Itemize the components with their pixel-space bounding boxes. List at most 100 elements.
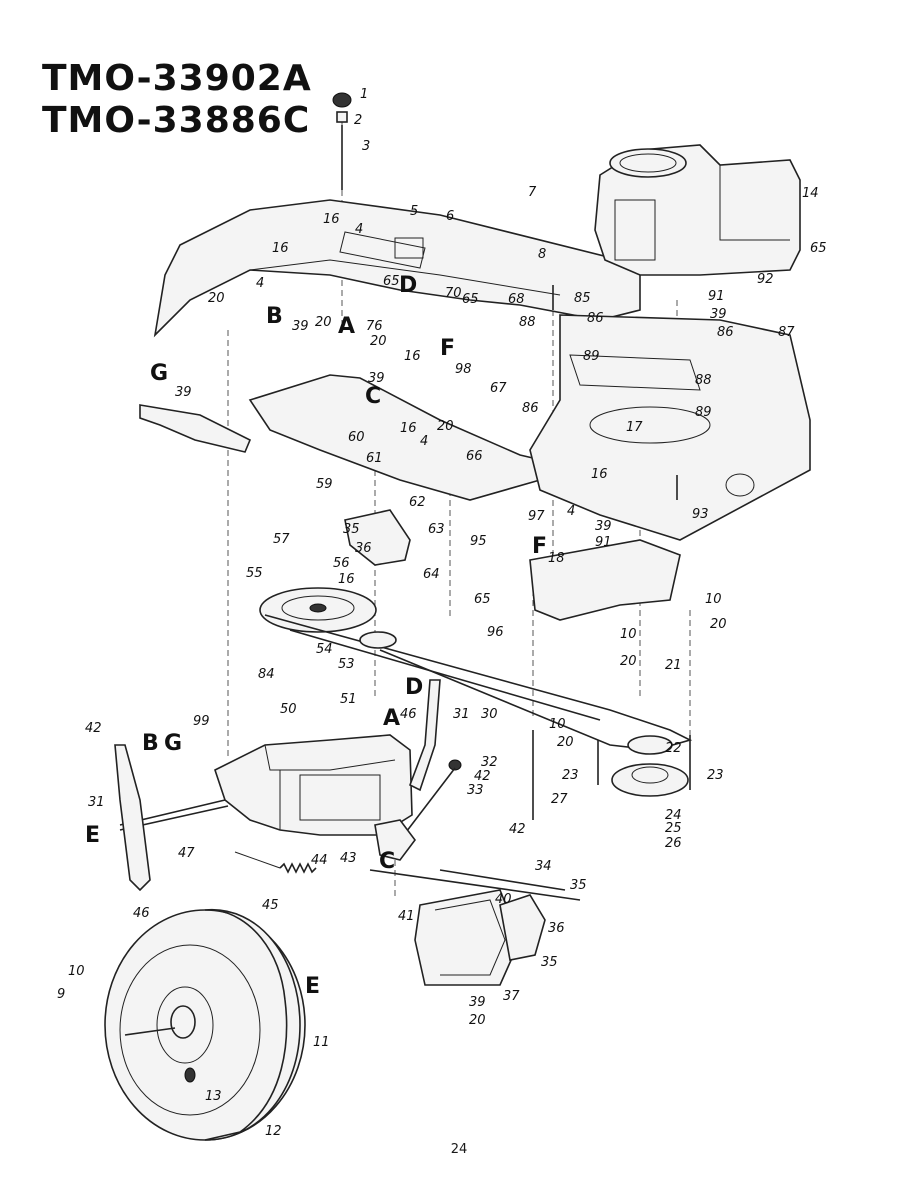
part-label: 39: [469, 995, 486, 1010]
part-label: 16: [323, 212, 340, 227]
part-label: 16: [272, 241, 289, 256]
part-label: 96: [487, 625, 504, 640]
shift-lever: [374, 759, 462, 861]
part-label: 5: [410, 204, 418, 219]
part-label: 16: [400, 421, 417, 436]
reference-letters: A B C D E F G D B A F G C E: [85, 273, 547, 999]
part-label: 65: [383, 274, 400, 289]
part-label: 3: [362, 139, 370, 154]
part-label: 35: [541, 955, 558, 970]
part-label: 20: [208, 291, 225, 306]
part-label: 76: [366, 319, 383, 334]
part-label: 60: [348, 430, 365, 445]
part-label: 10: [549, 717, 566, 732]
part-label: 14: [802, 186, 819, 201]
part-label: 50: [280, 702, 297, 717]
part-label: 88: [695, 373, 712, 388]
rear-deck: [529, 314, 811, 541]
part-label: 89: [583, 349, 600, 364]
part-label: 27: [551, 792, 568, 807]
part-label: 47: [178, 846, 195, 861]
part-label: 21: [665, 658, 682, 673]
part-label: 65: [462, 292, 479, 307]
part-label: 20: [620, 654, 637, 669]
part-label: 53: [338, 657, 355, 672]
model-title-2: TMO-33886C: [42, 100, 311, 141]
part-label: 1: [360, 87, 368, 102]
part-label: 68: [508, 292, 525, 307]
part-label: 46: [133, 906, 150, 921]
part-label: 11: [313, 1035, 330, 1050]
part-label: 86: [587, 311, 604, 326]
spring: [234, 851, 317, 874]
left-bracket: [139, 404, 252, 453]
ref-letter: B: [142, 731, 159, 756]
part-label: 51: [340, 692, 357, 707]
part-label: 57: [273, 532, 290, 547]
ref-letter: E: [305, 974, 320, 999]
part-label: 93: [692, 507, 709, 522]
part-label: 98: [455, 362, 472, 377]
part-label: 86: [522, 401, 539, 416]
part-label: 4: [420, 434, 428, 449]
part-label: 99: [193, 714, 210, 729]
ref-letter: D: [405, 675, 423, 700]
part-label: 20: [315, 315, 332, 330]
part-label: 20: [710, 617, 727, 632]
part-label: 42: [85, 721, 102, 736]
part-label: 85: [574, 291, 591, 306]
part-label: 20: [469, 1013, 486, 1028]
model-title-1: TMO-33902A: [42, 58, 312, 99]
brake-bracket: [369, 869, 581, 986]
page-number: 24: [450, 1142, 468, 1157]
part-label: 44: [311, 853, 328, 868]
part-label: 45: [262, 898, 279, 913]
engine: [594, 144, 801, 276]
transmission: [214, 734, 413, 836]
part-label: 42: [474, 769, 491, 784]
part-label: 36: [355, 541, 372, 556]
part-label: 23: [707, 768, 724, 783]
part-label: 13: [205, 1089, 222, 1104]
part-label: 63: [428, 522, 445, 537]
part-label: 40: [495, 892, 512, 907]
part-label: 62: [409, 495, 426, 510]
part-label: 55: [246, 566, 263, 581]
ref-letter: A: [383, 706, 400, 731]
part-label: 39: [292, 319, 309, 334]
bolts: [532, 285, 691, 820]
part-label: 25: [665, 821, 682, 836]
part-label: 35: [570, 878, 587, 893]
part-label: 87: [778, 325, 795, 340]
steering-column: [332, 92, 352, 190]
part-label: 39: [175, 385, 192, 400]
part-label: 4: [567, 504, 575, 519]
ref-letter: G: [164, 731, 182, 756]
part-label: 91: [708, 289, 725, 304]
part-label: 16: [404, 349, 421, 364]
part-label: 34: [535, 859, 552, 874]
hood-panel: [153, 199, 641, 338]
part-label: 59: [316, 477, 333, 492]
ref-letter: G: [150, 361, 168, 386]
part-label: 91: [595, 535, 612, 550]
part-label: 7: [528, 185, 537, 200]
part-label: 41: [398, 909, 415, 924]
part-label: 86: [717, 325, 734, 340]
part-label: 33: [467, 783, 484, 798]
ref-letter: F: [440, 336, 455, 361]
ref-letter: C: [365, 384, 381, 409]
part-label: 22: [665, 741, 682, 756]
ref-letter: B: [266, 304, 283, 329]
part-label: 43: [340, 851, 357, 866]
part-label: 65: [474, 592, 491, 607]
part-label: 17: [626, 420, 643, 435]
part-label: 26: [665, 836, 682, 851]
part-label: 56: [333, 556, 350, 571]
ref-letter: E: [85, 823, 100, 848]
part-label: 39: [368, 371, 385, 386]
part-label: 97: [528, 509, 545, 524]
part-label: 9: [57, 987, 65, 1002]
ref-letter: C: [379, 849, 395, 874]
